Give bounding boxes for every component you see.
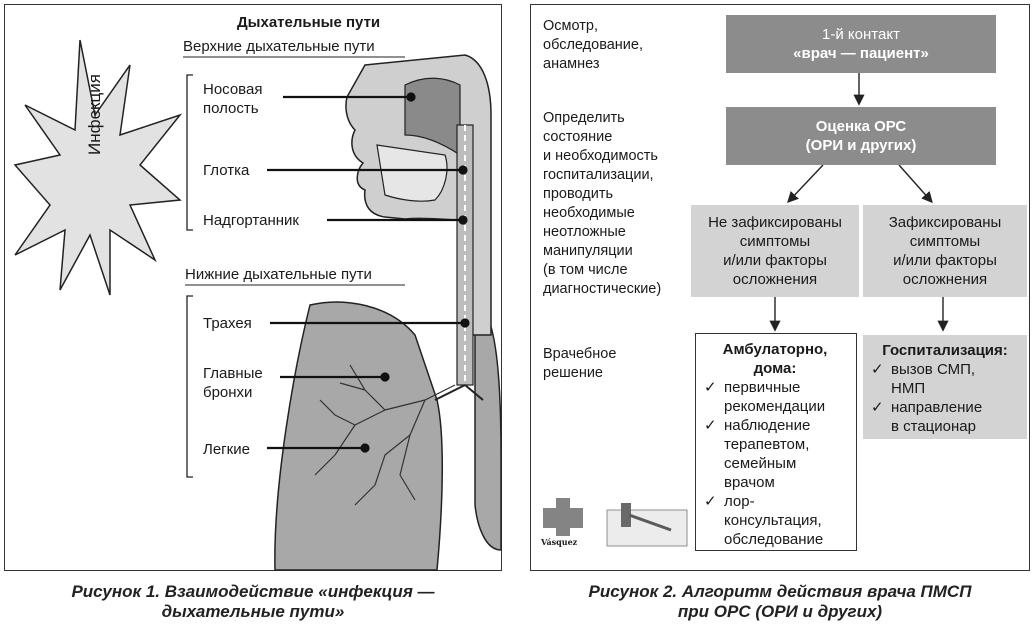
outpatient-title: Амбулаторно, дома: (722, 341, 828, 377)
figure1-title: Дыхательные пути (237, 14, 381, 31)
figure2-panel: Осмотр, обследование, анамнез Определить… (530, 4, 1030, 571)
infection-label: Инфекция (85, 74, 104, 155)
check-icon: ✓ (704, 379, 717, 396)
first-contact-box: 1-й контакт«врач — пациент» (726, 15, 996, 73)
lower-airways-heading: Нижние дыхательные пути (185, 266, 372, 283)
lung-right-shape (474, 309, 502, 551)
step-examination: Осмотр, обследование, анамнез (543, 18, 643, 72)
lungs-shape (274, 301, 443, 571)
check-icon: ✓ (871, 361, 884, 378)
step-determine-state: Определить состояние и необходимость гос… (543, 110, 662, 297)
hospitalization-title: Госпитализация: (882, 342, 1008, 359)
upper-airways-heading: Верхние дыхательные пути (183, 38, 375, 55)
bronchial-tree (314, 364, 456, 506)
step-doctor-decision: Врачебное решение (543, 346, 617, 381)
vasquez-logo (543, 498, 688, 547)
ors-assessment-box: Оценка ОРС(ОРИ и других) (726, 107, 996, 165)
check-icon: ✓ (704, 493, 717, 510)
outpatient-item: ✓ лор-консультация, обследование (704, 493, 824, 548)
logo-text: Vásquez (541, 537, 578, 547)
fixed-box: Зафиксированы симптомы и/или факторы осл… (863, 205, 1027, 297)
label-epiglottis: Надгортанник (203, 212, 299, 229)
hospitalization-box: Госпитализация: ✓ вызов СМП,НМП ✓ направ… (863, 335, 1027, 439)
anatomy-illustration (13, 39, 502, 571)
label-lungs: Легкие (203, 441, 250, 458)
label-trachea: Трахея (203, 315, 252, 332)
check-icon: ✓ (704, 417, 717, 434)
label-pharynx: Глотка (203, 162, 250, 179)
infection-starburst-shape (13, 39, 183, 296)
check-icon: ✓ (871, 399, 884, 416)
figure1-panel: Дыхательные пути Верхние дыхательные пут… (4, 4, 502, 571)
figure1-caption: Рисунок 1. Взаимодействие «инфекция —дых… (71, 582, 435, 621)
flowchart-arrows (543, 73, 949, 547)
hospital-item: ✓ вызов СМП,НМП (871, 361, 976, 397)
not-fixed-box: Не зафиксированы симптомы и/или факторы … (691, 205, 859, 297)
